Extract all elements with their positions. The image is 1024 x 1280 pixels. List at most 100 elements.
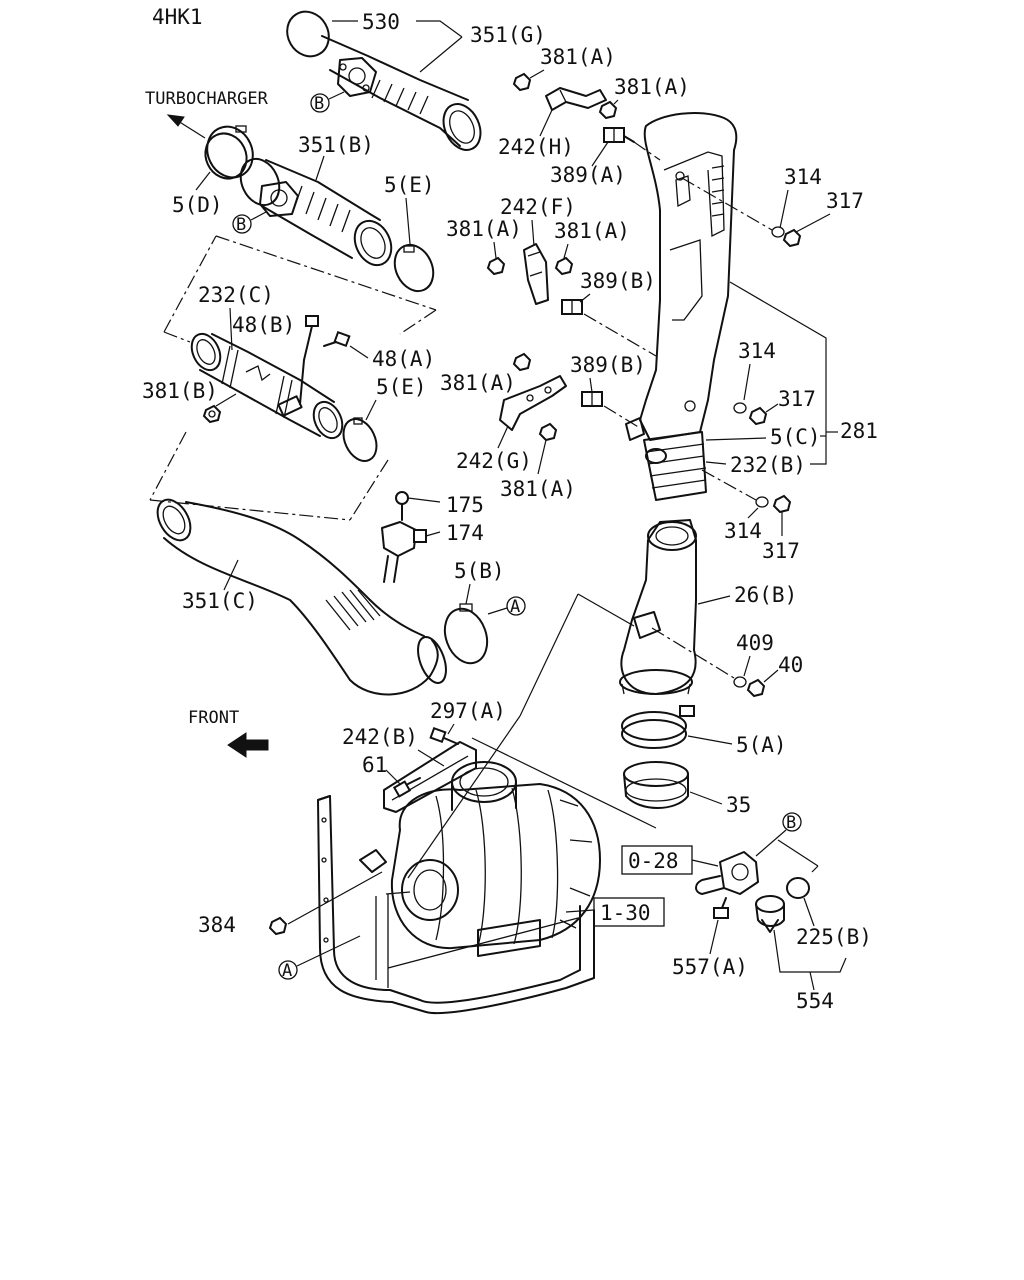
callout-351g: 351(G) [470,23,546,47]
pipe-232c[interactable] [186,329,348,442]
callout-297a: 297(A) [430,699,506,723]
air-cleaner[interactable] [390,761,601,950]
callout-5e-2: 5(E) [376,375,427,399]
callout-242b: 242(B) [342,725,418,749]
callout-554: 554 [796,989,834,1013]
intake-duct-281[interactable] [625,112,738,441]
marker-a-1: A [487,596,526,617]
callout-381a-6: 381(A) [500,477,576,501]
screw-175[interactable] [395,491,409,521]
callout-381b: 381(B) [142,379,218,403]
marker-b-1: B [310,91,345,114]
marker-a-2-label: A [282,961,292,981]
marker-b-3-label: B [786,813,796,833]
nut-381a-6[interactable] [538,422,558,442]
thermostat-housing[interactable] [695,851,759,895]
mount-389b-2[interactable] [581,391,603,407]
ref-box-1-30-label: 1-30 [600,901,651,925]
marker-a-1-label: A [510,597,520,617]
washer-409[interactable] [733,676,747,688]
bracket-242f[interactable] [523,243,549,305]
nut-381a-4[interactable] [554,256,574,276]
clamp-5a[interactable] [621,705,695,749]
callout-242f: 242(F) [500,195,576,219]
callout-557a: 557(A) [672,955,748,979]
callout-381a-5: 381(A) [440,371,516,395]
clamp-5b[interactable] [438,603,495,669]
callout-175: 175 [446,493,484,517]
callout-232b: 232(B) [730,453,806,477]
bolt-297a[interactable] [429,726,459,745]
callout-48b: 48(B) [232,313,295,337]
washer-314-2[interactable] [733,402,747,414]
clamp-5e-upper[interactable] [388,239,441,298]
callout-5d: 5(D) [172,193,223,217]
callout-381a-1: 381(A) [540,45,616,69]
nut-317-3[interactable] [772,494,792,514]
callout-5c: 5(C) [770,425,821,449]
hose-351c[interactable] [151,494,452,696]
callout-351c: 351(C) [182,589,258,613]
callout-530: 530 [362,10,400,34]
oring-225b[interactable] [786,877,810,899]
nut-381a-3[interactable] [486,256,506,276]
inlet-26b[interactable] [619,519,697,695]
callout-389b-2: 389(B) [570,353,646,377]
hose-351b[interactable] [198,127,398,271]
clamp-5e-lower[interactable] [337,414,383,467]
nut-381b[interactable] [202,404,222,424]
callout-317-3: 317 [762,539,800,563]
callout-381a-4: 381(A) [554,219,630,243]
nut-384[interactable] [268,916,288,936]
turbocharger-label: TURBOCHARGER [145,89,269,109]
marker-b-2-label: B [236,215,246,235]
mount-389b-1[interactable] [561,299,583,315]
washer-314-3[interactable] [755,496,769,508]
bracket-242g[interactable] [499,375,567,431]
bolt-557a[interactable] [713,897,729,919]
mount-389a[interactable] [603,127,635,143]
callout-314-3: 314 [724,519,762,543]
nut-381a-2[interactable] [598,100,618,120]
callout-242g: 242(G) [456,449,532,473]
nut-381a-5[interactable] [512,352,532,372]
callout-5e-1: 5(E) [384,173,435,197]
bolt-48b[interactable] [299,315,319,405]
callout-5b: 5(B) [454,559,505,583]
engine-model-label: 4HK1 [152,5,203,29]
nut-40[interactable] [746,678,766,698]
callout-409: 409 [736,631,774,655]
hose-351g[interactable] [279,4,487,156]
callout-314-1: 314 [784,165,822,189]
callout-61: 61 [362,753,387,777]
sensor-174[interactable] [381,521,427,583]
thermostat-554[interactable] [755,895,785,933]
bolt-48a[interactable] [323,330,351,348]
nut-317-1[interactable] [782,228,802,248]
callout-35: 35 [726,793,751,817]
marker-a-2: A [278,935,361,981]
clamp-5d[interactable] [199,119,261,185]
washer-314-1[interactable] [771,226,785,238]
callout-317-2: 317 [778,387,816,411]
callout-281: 281 [840,419,878,443]
callout-314-2: 314 [738,339,776,363]
marker-b-2: B [232,211,267,235]
callout-174: 174 [446,521,484,545]
bracket-242h[interactable] [545,87,607,111]
callout-389a: 389(A) [550,163,626,187]
bellow-232b[interactable] [643,431,707,501]
ref-box-0-28[interactable]: 0-28 [621,845,719,875]
marker-b-1-label: B [314,94,324,114]
air-cleaner-frame[interactable] [317,795,595,1015]
marker-b-3: B [755,812,802,857]
callout-48a: 48(A) [372,347,435,371]
nut-381a-1[interactable] [512,72,532,92]
bolt-61[interactable] [392,777,421,798]
turbocharger-arrow-icon [166,114,206,139]
ref-box-1-30[interactable]: 1-30 [565,897,665,927]
nut-317-2[interactable] [748,406,768,426]
callout-232c: 232(C) [198,283,274,307]
ring-35[interactable] [623,761,689,809]
